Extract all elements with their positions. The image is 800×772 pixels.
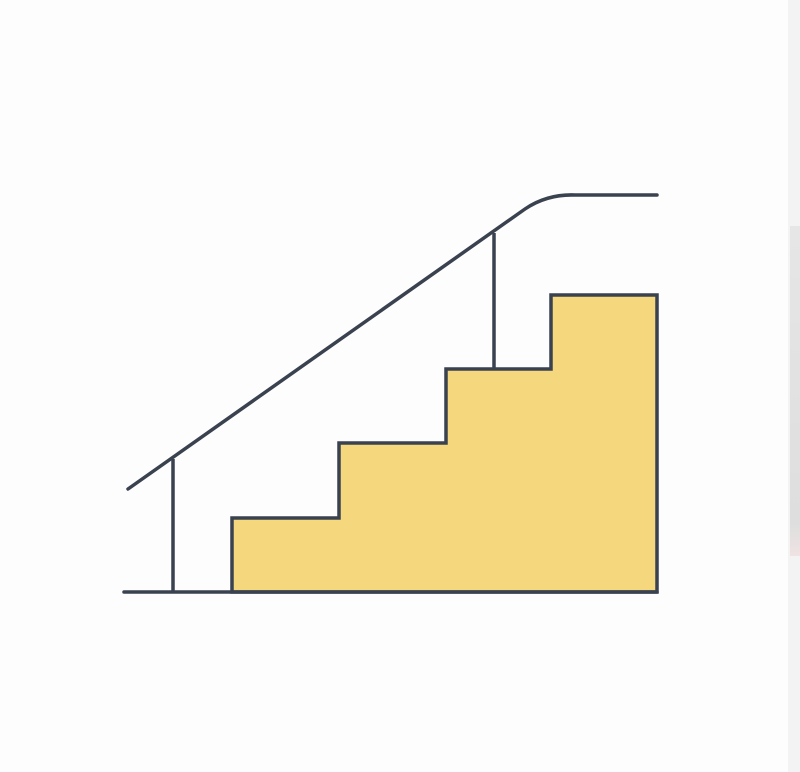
staircase-steps [230,293,659,594]
handrail [126,193,659,491]
window-edge-shade [790,226,800,556]
